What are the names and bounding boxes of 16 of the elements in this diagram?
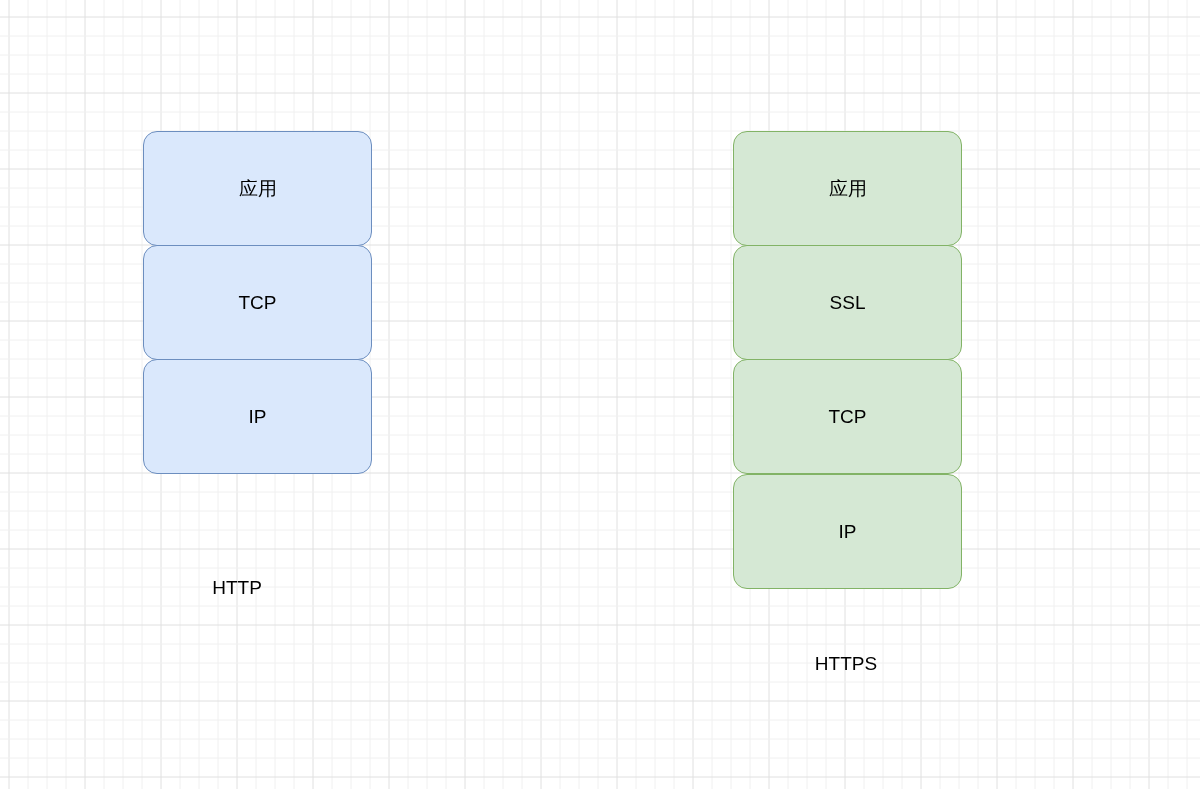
layer-name: IP	[838, 520, 857, 543]
layer-name: IP	[248, 405, 267, 428]
layer-name: TCP	[238, 291, 277, 314]
layer-name: 应用	[828, 176, 867, 201]
layer-box	[143, 245, 372, 360]
layer-name: SSL	[829, 291, 866, 314]
layer-box	[143, 131, 372, 246]
protocol-label: HTTP	[212, 577, 262, 599]
layer-box	[143, 359, 372, 474]
layer-box	[733, 245, 962, 360]
layer-box	[733, 131, 962, 246]
layer-name: 应用	[238, 176, 277, 201]
layer-box	[733, 474, 962, 589]
layer-name: TCP	[828, 405, 867, 428]
layer-box	[733, 359, 962, 474]
protocol-label: HTTPS	[814, 653, 878, 675]
